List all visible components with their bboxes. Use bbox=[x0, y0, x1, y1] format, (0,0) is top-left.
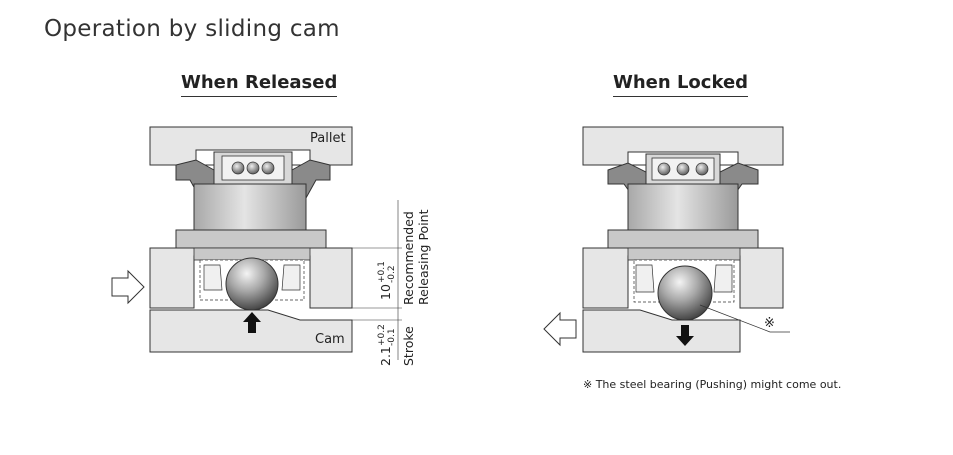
footnote: ※ The steel bearing (Pushing) might come… bbox=[583, 378, 842, 391]
dim-stroke-tol-minus: -0.1 bbox=[387, 328, 397, 346]
cam-locked bbox=[582, 309, 741, 353]
clamp-cylinder-locked bbox=[627, 183, 739, 231]
locked-heading: When Locked bbox=[613, 72, 749, 97]
page-title: Operation by sliding cam bbox=[44, 16, 340, 42]
clamp-cylinder bbox=[193, 183, 307, 231]
dim-recommended: 10 bbox=[378, 284, 393, 300]
ref-mark: ※ bbox=[764, 316, 775, 331]
pallet-label: Pallet bbox=[310, 131, 346, 146]
cam-label: Cam bbox=[315, 332, 345, 347]
steel-ball bbox=[225, 257, 279, 311]
stroke-label: Stroke bbox=[401, 326, 416, 366]
steel-ball-locked bbox=[657, 265, 713, 321]
released-diagram: Pallet Cam bbox=[111, 126, 431, 366]
up-arrow-icon bbox=[243, 312, 261, 333]
dim-recommended-tol-plus: +0.1 bbox=[377, 261, 387, 283]
locked-diagram: ※ bbox=[543, 126, 790, 353]
released-heading: When Released bbox=[181, 72, 338, 97]
dim-stroke: 2.1 bbox=[378, 346, 393, 366]
recommended-label-line2: Releasing Point bbox=[416, 209, 431, 305]
recommended-label-line1: Recommended bbox=[401, 211, 416, 305]
pull-arrow-icon bbox=[543, 311, 577, 347]
dim-recommended-tol-minus: -0.2 bbox=[387, 265, 397, 283]
down-arrow-icon bbox=[676, 325, 694, 346]
push-arrow-icon bbox=[111, 269, 145, 305]
dim-stroke-tol-plus: +0.2 bbox=[377, 324, 387, 346]
